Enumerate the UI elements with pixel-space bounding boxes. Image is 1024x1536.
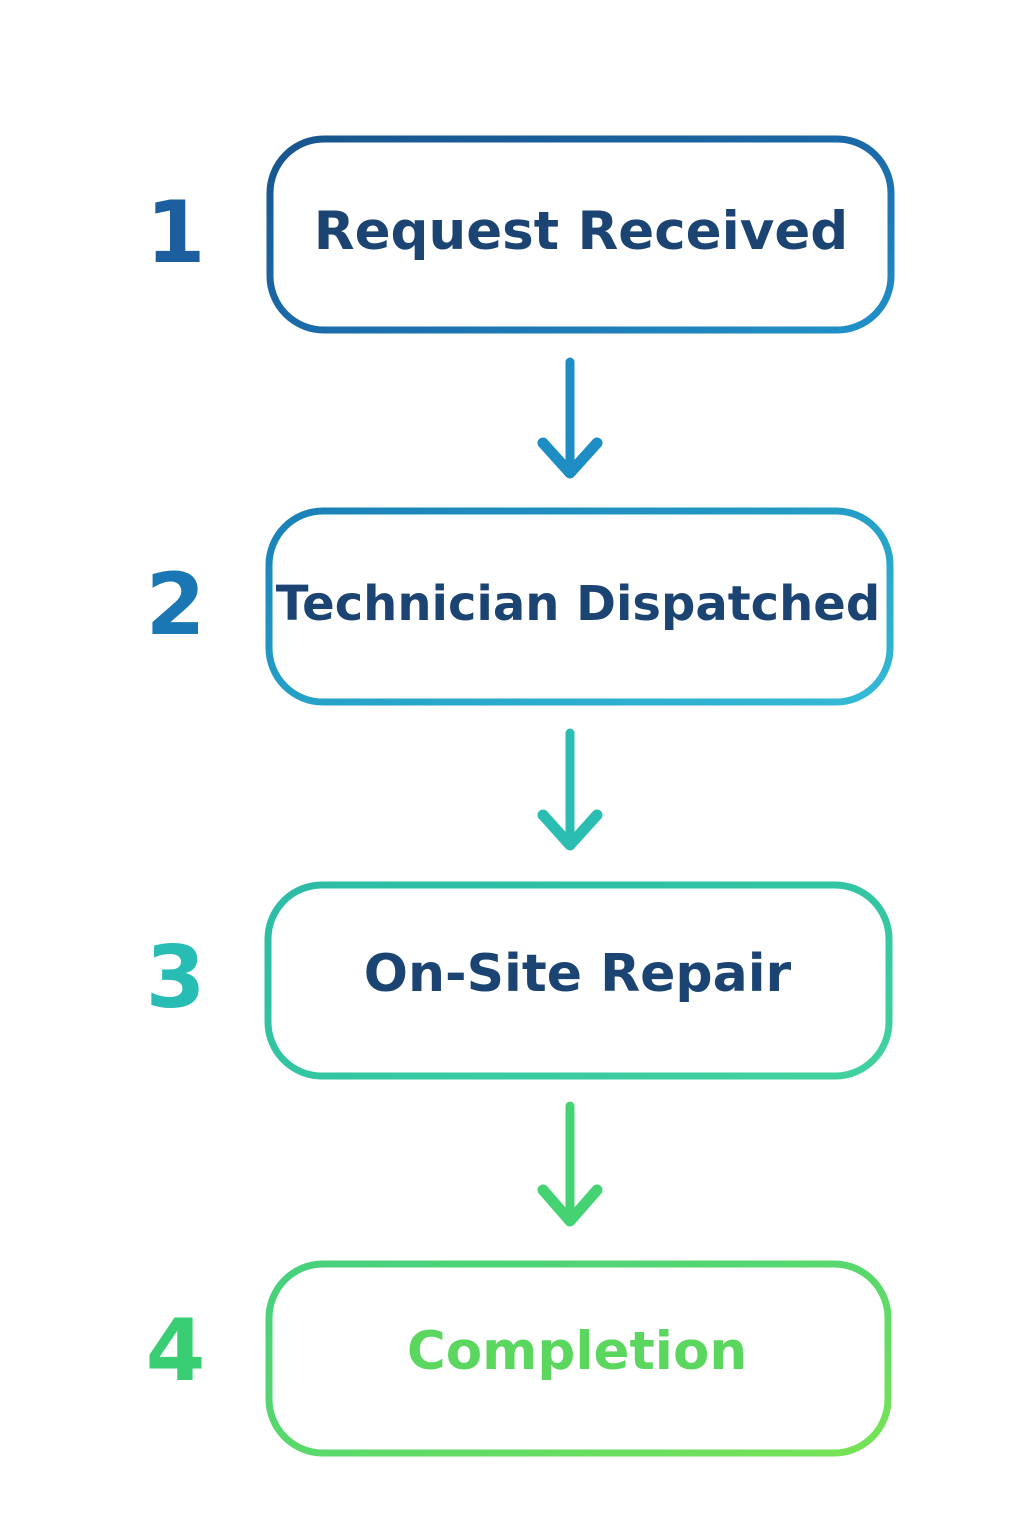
step-box-2[interactable] [265, 507, 894, 706]
step-label-technician-dispatched: Technician Dispatched [275, 576, 881, 632]
step-label-request-received: Request Received [313, 201, 849, 262]
arrow-2-to-3 [537, 728, 603, 851]
step-box-4[interactable] [265, 1260, 892, 1457]
arrow-1-to-2 [537, 357, 603, 479]
step-label-on-site-repair: On-Site Repair [363, 944, 792, 1004]
step-box-1[interactable] [266, 135, 895, 334]
step-number-3: 3 [145, 928, 206, 1028]
step-number-1: 1 [145, 183, 206, 283]
step-box-3[interactable] [264, 881, 893, 1080]
step-number-2: 2 [145, 555, 206, 655]
arrow-3-to-4 [537, 1101, 603, 1227]
step-number-4: 4 [145, 1301, 206, 1401]
step-label-completion: Completion [406, 1321, 748, 1382]
